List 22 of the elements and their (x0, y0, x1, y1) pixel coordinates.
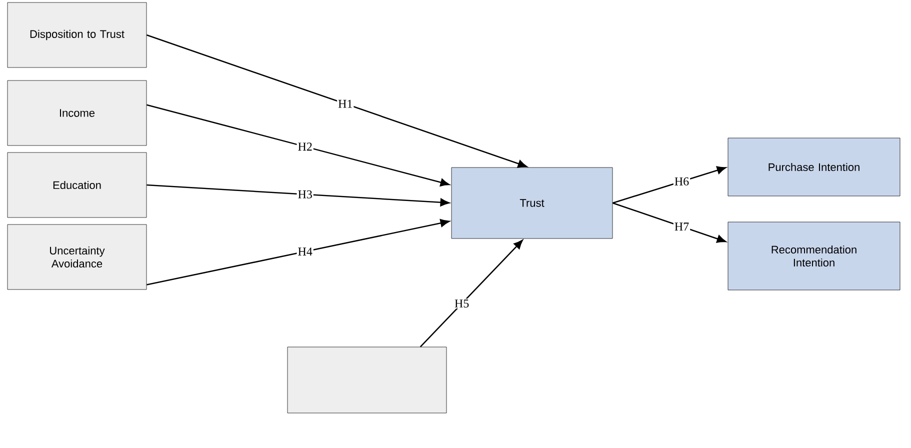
edge-label: H7 (673, 222, 690, 232)
arrow (146, 34, 528, 168)
process-box: Uncertainty Avoidance (7, 224, 147, 290)
process-box: Income (7, 80, 147, 146)
edge-label: H4 (296, 246, 314, 256)
edge-label: H3 (296, 189, 314, 200)
edge-label: H1 (337, 98, 354, 109)
process-box: Disposition to Trust (7, 2, 147, 68)
arrow (612, 202, 726, 243)
edge-label: H5 (453, 298, 470, 309)
process-box: Education (7, 152, 147, 218)
edge-label: H6 (673, 176, 690, 186)
edge-label: H2 (296, 142, 314, 152)
construct-box: Recommendation Intention (728, 222, 900, 290)
empty-box (287, 346, 447, 414)
arrow (612, 166, 726, 204)
arrow (146, 184, 450, 206)
arrow (146, 104, 450, 186)
arrow (420, 240, 523, 348)
arrow (146, 219, 450, 286)
construct-box: Purchase Intention (728, 138, 900, 196)
construct-box: Trust (451, 167, 613, 239)
